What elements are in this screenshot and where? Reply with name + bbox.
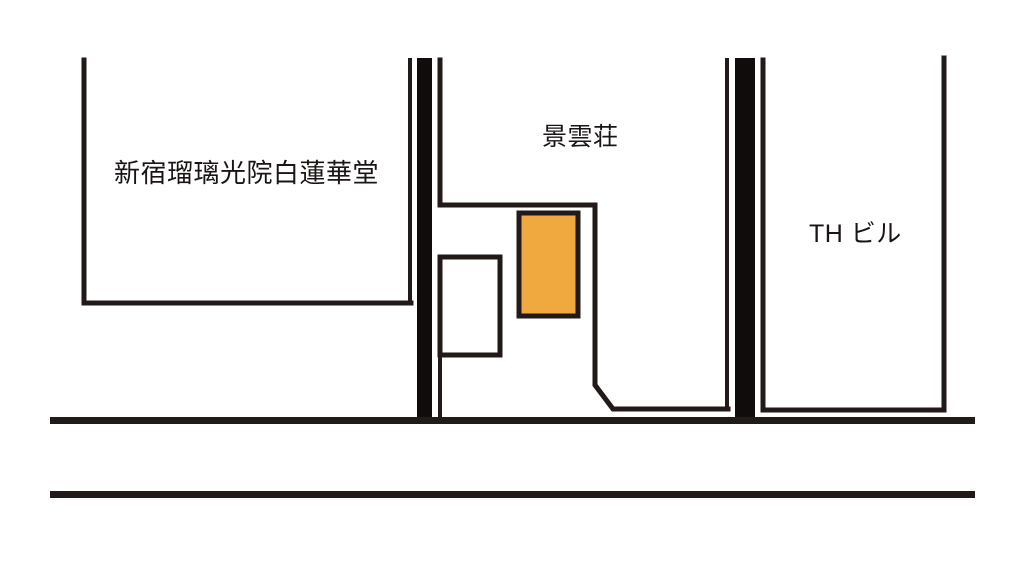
highlighted-property	[516, 210, 581, 319]
right-building-outline	[760, 57, 947, 413]
label-left-building: 新宿瑠璃光院白蓮華堂	[114, 158, 380, 188]
horizontal-road-lower	[50, 491, 975, 498]
vertical-road-right	[735, 58, 755, 420]
vertical-road-left	[417, 58, 432, 420]
left-building-outline	[81, 57, 414, 306]
label-right-building: TH ビル	[809, 220, 902, 248]
center-building-outline	[437, 57, 731, 412]
horizontal-road-upper	[50, 417, 975, 424]
small-unit-outline	[437, 254, 503, 358]
label-center-building: 景雲荘	[542, 123, 619, 151]
